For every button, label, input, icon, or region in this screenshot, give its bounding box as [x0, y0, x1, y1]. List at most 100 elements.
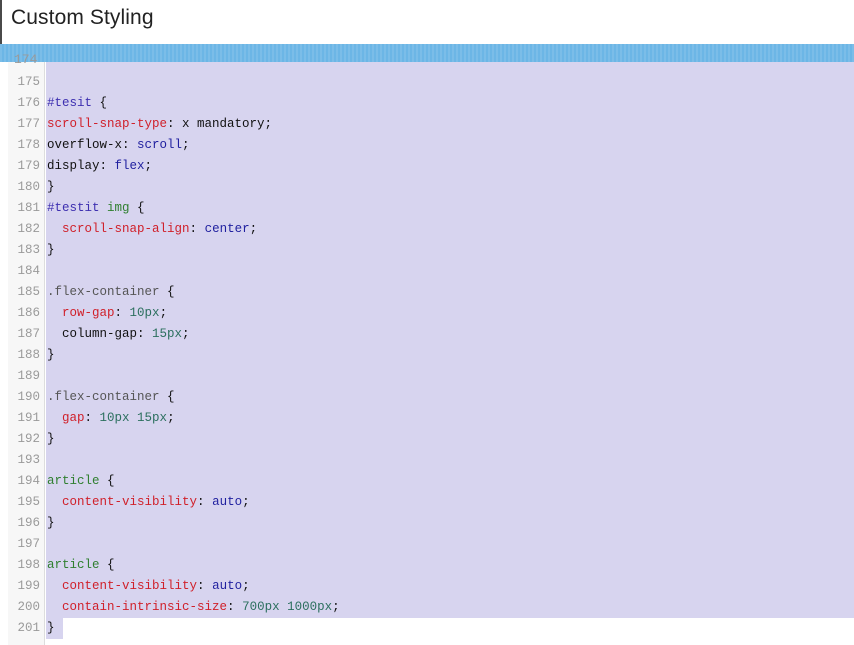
code-text[interactable]: column-gap: 15px; — [44, 324, 190, 345]
panel-title: Custom Styling — [11, 6, 154, 29]
code-line[interactable]: 187 column-gap: 15px; — [8, 324, 854, 345]
code-token: } — [47, 432, 55, 446]
code-token: #testit — [47, 201, 100, 215]
code-line[interactable]: 183} — [8, 240, 854, 261]
code-line[interactable]: 189 — [8, 366, 854, 387]
code-line[interactable]: 197 — [8, 534, 854, 555]
code-line[interactable]: 191 gap: 10px 15px; — [8, 408, 854, 429]
code-text[interactable]: scroll-snap-type: x mandatory; — [44, 114, 272, 135]
window-edge — [0, 0, 2, 48]
code-text[interactable]: article { — [44, 471, 115, 492]
code-text[interactable]: scroll-snap-align: center; — [44, 219, 257, 240]
line-number: 197 — [17, 537, 40, 551]
code-line[interactable]: 176#tesit { — [8, 93, 854, 114]
code-text[interactable]: content-visibility: auto; — [44, 576, 250, 597]
code-line[interactable]: 185 .flex-container { — [8, 282, 854, 303]
code-token: ; — [242, 495, 250, 509]
code-token: 700px 1000px — [242, 600, 333, 614]
line-number: 186 — [17, 306, 40, 320]
code-text[interactable]: gap: 10px 15px; — [44, 408, 175, 429]
code-token: { — [92, 96, 108, 110]
code-text[interactable]: .flex-container { — [44, 282, 175, 303]
code-token: ; — [144, 159, 153, 173]
code-text[interactable]: overflow-x: scroll; — [44, 135, 190, 156]
code-line[interactable]: 199 content-visibility: auto; — [8, 576, 854, 597]
code-text[interactable]: content-visibility: auto; — [44, 492, 250, 513]
code-line[interactable]: 188} — [8, 345, 854, 366]
code-token: .flex-container — [47, 285, 160, 299]
code-token: scroll — [137, 138, 183, 152]
code-line[interactable]: 193 — [8, 450, 854, 471]
line-number: 196 — [17, 516, 40, 530]
code-line[interactable]: 182 scroll-snap-align: center; — [8, 219, 854, 240]
code-token: { — [159, 285, 175, 299]
code-line[interactable]: 195 content-visibility: auto; — [8, 492, 854, 513]
editor-toolbar-bar — [0, 44, 854, 62]
line-number: 183 — [17, 243, 40, 257]
code-token: scroll-snap-align — [62, 222, 190, 236]
code-text[interactable]: } — [44, 618, 55, 639]
code-text[interactable]: #testit img { — [44, 198, 145, 219]
code-text[interactable]: } — [44, 429, 55, 450]
code-text[interactable]: display: flex; — [44, 156, 152, 177]
code-token: content-visibility — [62, 495, 198, 509]
code-line[interactable]: 192} — [8, 429, 854, 450]
code-token: article — [47, 558, 100, 572]
code-token: article — [47, 474, 100, 488]
code-token: { — [99, 558, 115, 572]
code-token — [100, 201, 108, 215]
selection-end — [46, 618, 63, 639]
code-text[interactable]: } — [44, 345, 55, 366]
code-line[interactable]: 181#testit img { — [8, 198, 854, 219]
code-text[interactable]: #tesit { — [44, 93, 107, 114]
code-text[interactable]: } — [44, 240, 55, 261]
code-token: { — [159, 390, 175, 404]
code-text[interactable]: row-gap: 10px; — [44, 303, 167, 324]
code-token: img — [107, 201, 130, 215]
code-line[interactable]: 175 — [8, 72, 854, 93]
code-line[interactable]: 184 — [8, 261, 854, 282]
code-line[interactable]: 200 contain-intrinsic-size: 700px 1000px… — [8, 597, 854, 618]
code-text[interactable]: } — [44, 513, 55, 534]
code-text[interactable]: } — [44, 177, 55, 198]
code-line[interactable]: 196} — [8, 513, 854, 534]
line-number: 192 — [17, 432, 40, 446]
line-number: 182 — [17, 222, 40, 236]
code-token: { — [129, 201, 145, 215]
code-text[interactable] — [44, 72, 47, 93]
code-text[interactable] — [44, 366, 47, 387]
code-token: overflow-x: — [47, 138, 138, 152]
code-token: gap — [62, 411, 85, 425]
code-token — [47, 306, 62, 320]
code-token: column-gap: — [47, 327, 153, 341]
code-token — [47, 222, 62, 236]
code-token: flex — [114, 159, 145, 173]
partial-line-number: 174 — [8, 53, 44, 66]
code-line[interactable]: 180} — [8, 177, 854, 198]
code-token: auto — [212, 495, 243, 509]
code-line[interactable]: 198 article { — [8, 555, 854, 576]
code-token — [47, 600, 62, 614]
gutter-divider — [44, 62, 45, 645]
code-text[interactable] — [44, 534, 47, 555]
code-line[interactable]: 190.flex-container { — [8, 387, 854, 408]
line-number: 185 — [17, 285, 40, 299]
code-token: : — [189, 222, 205, 236]
code-line[interactable]: 186 row-gap: 10px; — [8, 303, 854, 324]
code-text[interactable]: contain-intrinsic-size: 700px 1000px; — [44, 597, 340, 618]
code-token: 10px — [129, 306, 160, 320]
code-text[interactable]: article { — [44, 555, 115, 576]
code-token: ; — [159, 306, 168, 320]
code-token: ; — [182, 138, 190, 152]
code-line[interactable]: 201} — [8, 618, 854, 639]
code-text[interactable]: .flex-container { — [44, 387, 175, 408]
code-text[interactable] — [44, 450, 47, 471]
code-text[interactable] — [44, 261, 47, 282]
line-number: 198 — [17, 558, 40, 572]
